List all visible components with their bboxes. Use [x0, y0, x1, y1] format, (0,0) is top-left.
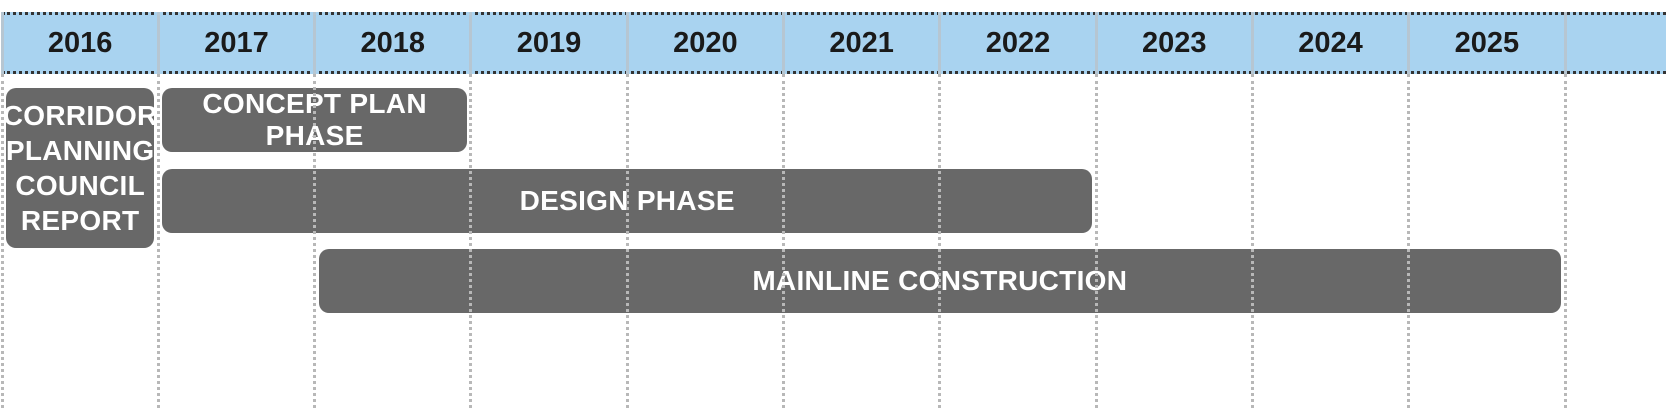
year-grid-line: [313, 74, 317, 408]
year-label-2017: 2017: [204, 26, 269, 59]
year-separator: [156, 12, 160, 74]
year-label-2024: 2024: [1298, 26, 1363, 59]
year-separator: [1563, 12, 1567, 74]
year-grid-line: [0, 74, 4, 408]
year-grid-line: [469, 74, 473, 408]
year-grid-line: [782, 74, 785, 408]
year-label-2022: 2022: [985, 26, 1051, 59]
year-grid-line: [1250, 74, 1254, 408]
year-grid-line: [156, 74, 160, 408]
year-label-2018: 2018: [360, 26, 425, 59]
year-grid-line: [1094, 74, 1098, 408]
year-grid-line: [1563, 74, 1567, 408]
year-separator: [938, 12, 942, 74]
year-separator: [1250, 12, 1254, 74]
year-separator: [782, 12, 785, 74]
year-grid-line: [1407, 74, 1411, 408]
year-label-2023: 2023: [1141, 26, 1207, 59]
year-label-2025: 2025: [1454, 26, 1520, 59]
year-grid-line: [938, 74, 942, 408]
phase-bar-corridor-planning-council-report: CORRIDOR PLANNING COUNCIL REPORT: [3, 88, 157, 248]
year-separator: [469, 12, 473, 74]
year-separator: [1407, 12, 1411, 74]
year-grid-line: [625, 74, 629, 408]
year-label-2020: 2020: [673, 26, 738, 59]
year-separator: [313, 12, 317, 74]
year-separator: [0, 12, 4, 74]
year-separator: [625, 12, 629, 74]
year-label-2019: 2019: [516, 26, 582, 59]
year-separator: [1094, 12, 1098, 74]
year-label-2021: 2021: [829, 26, 894, 59]
year-header-band: [2, 12, 1666, 74]
year-label-2016: 2016: [47, 26, 113, 59]
